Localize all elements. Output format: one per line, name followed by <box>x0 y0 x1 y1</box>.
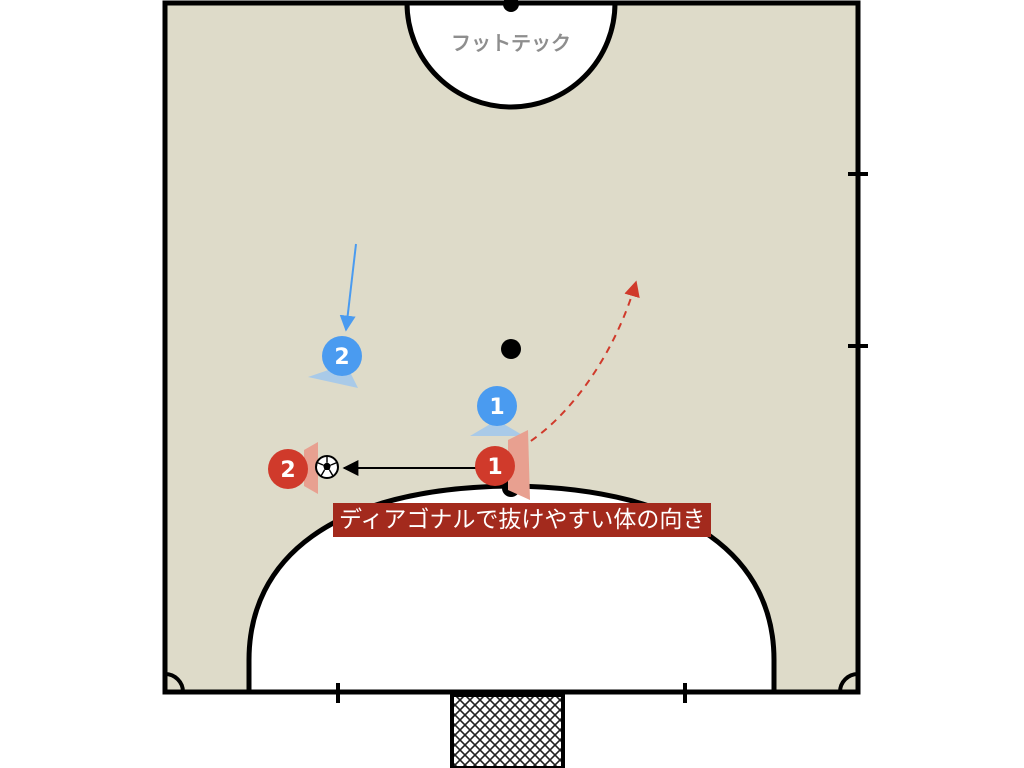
player-number: 2 <box>334 345 349 370</box>
red-player-2[interactable]: 2 <box>268 442 318 494</box>
red-player-1[interactable]: 1 <box>475 430 530 500</box>
brand-text: フットテック <box>451 31 571 55</box>
goal-net-icon <box>450 693 565 768</box>
player-marker <box>477 386 517 426</box>
player-marker <box>322 336 362 376</box>
blue-player-2[interactable]: 2 <box>308 336 362 388</box>
facing-indicator <box>470 420 524 436</box>
player-number: 1 <box>489 395 504 420</box>
player-number: 2 <box>280 458 295 483</box>
center-spot <box>503 0 519 12</box>
player-number: 1 <box>487 455 502 480</box>
center-circle <box>404 3 618 110</box>
blue-run-arrow <box>339 243 357 332</box>
player-marker <box>268 449 308 489</box>
blue-player-1[interactable]: 1 <box>470 386 524 436</box>
second-penalty-spot <box>501 339 521 359</box>
diagram-caption: ディアゴナルで抜けやすい体の向き <box>333 503 712 537</box>
player-marker <box>475 446 515 486</box>
soccer-ball-icon[interactable] <box>315 455 339 479</box>
red-run-arrow <box>519 280 640 449</box>
facing-indicator <box>304 442 318 494</box>
facing-indicator <box>508 430 530 500</box>
